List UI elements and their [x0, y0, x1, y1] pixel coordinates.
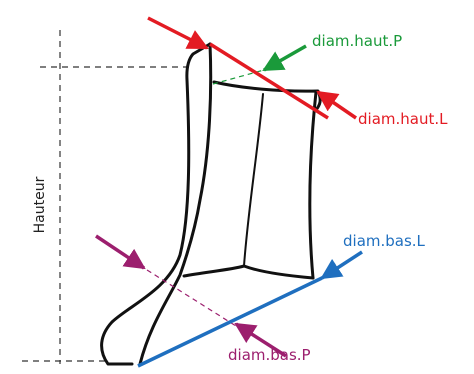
label-diam-haut-l: diam.haut.L [358, 110, 448, 128]
diam-haut-l-line [209, 42, 329, 120]
label-diam-bas-p: diam.bas.P [228, 346, 311, 364]
bottom-seam [182, 264, 315, 280]
red-arrow-top [147, 16, 209, 50]
back-shaft [308, 90, 318, 280]
center-seam [243, 93, 264, 267]
red-arrow-bottom [316, 90, 357, 120]
top-opening [212, 80, 322, 112]
shaft-inner-edge [138, 42, 213, 366]
diam-bas-l-line [137, 276, 323, 368]
green-arrow [262, 44, 307, 72]
hauteur-label: Hauteur [32, 176, 48, 233]
diam-bas-p-dashed [146, 269, 237, 327]
purple-arrow-bottom [234, 322, 287, 358]
blue-arrow [320, 250, 363, 280]
height-guide [22, 30, 190, 364]
label-diam-haut-p: diam.haut.P [312, 32, 402, 50]
shaft-front-edge [100, 42, 212, 366]
label-diam-bas-l: diam.bas.L [343, 232, 426, 250]
purple-arrow-top [95, 234, 146, 270]
